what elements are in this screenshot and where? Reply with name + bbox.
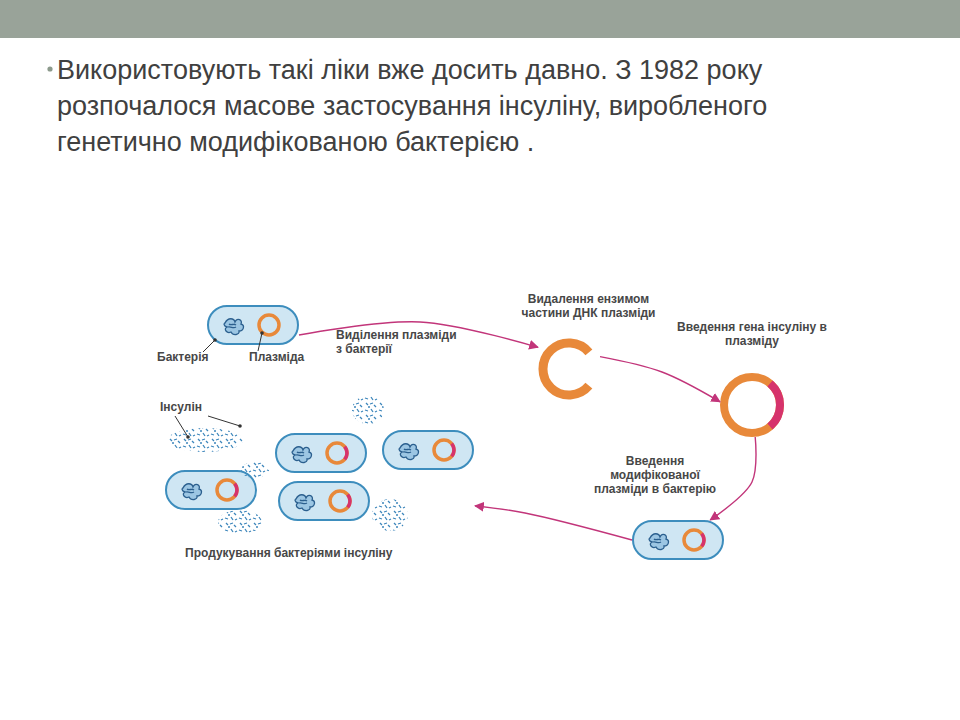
node-text: Продукування бактеріями інсуліну [185, 546, 475, 560]
leader-dot [238, 424, 242, 428]
bacterium: БактеріяПлазміда [207, 305, 299, 345]
modified-bacterium [383, 431, 473, 469]
open-plasmid [543, 343, 589, 395]
insulin-cluster [218, 510, 262, 534]
bacteria-group: Продукування бактеріями інсуліну [163, 428, 475, 523]
leader-line [175, 416, 188, 437]
modified-bacterium [276, 434, 366, 472]
header-bar [0, 0, 960, 38]
process-arrow [600, 357, 720, 402]
modified-plasmid: Введення гена інсуліну в плазміду [720, 373, 784, 437]
leader-dot [260, 331, 264, 335]
node-text: Плазміда [249, 350, 319, 364]
node-text: Бактерія [157, 350, 227, 364]
process-arrow [475, 506, 632, 540]
modified-bacterium: Введення модифікованої плазміди в бактер… [632, 520, 724, 560]
modified-bacterium [633, 521, 723, 559]
modified-bacterium [166, 471, 256, 509]
insulin-cluster [352, 396, 384, 424]
process-arrow [710, 437, 756, 520]
node-text: Видалення ензимом частини ДНК плазміди [506, 292, 671, 320]
edge-label: Виділення плазміди з бактерії [336, 328, 461, 356]
part-label: Інсулін [160, 400, 240, 414]
modified-bacterium [279, 482, 369, 520]
insulin-cluster [241, 462, 269, 478]
leader-line [258, 333, 262, 351]
process-arrow [299, 322, 538, 347]
node-text: Введення модифікованої плазміди в бактер… [590, 454, 720, 496]
leader-line [208, 416, 240, 426]
leader-dot [186, 435, 190, 439]
node-text: Введення гена інсуліну в плазміду [676, 320, 828, 348]
plasmid-ring [724, 377, 780, 433]
leader-dot [213, 338, 217, 342]
insulin-cluster [167, 428, 243, 452]
bacterium [208, 306, 298, 344]
insulin-cluster [372, 499, 408, 531]
cut-plasmid: Видалення ензимом частини ДНК плазміди [538, 338, 600, 400]
insulin-gene [770, 384, 780, 427]
bullet-text: Використовують такі ліки вже досить давн… [57, 52, 832, 160]
bullet [47, 66, 52, 71]
